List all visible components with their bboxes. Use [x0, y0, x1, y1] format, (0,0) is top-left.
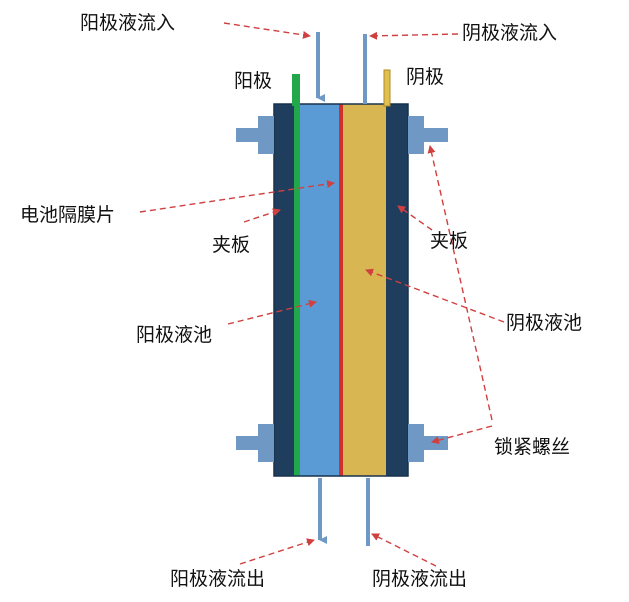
label-anolyte-in: 阳极液流入 — [80, 12, 176, 34]
leader-lines — [139, 22, 505, 567]
cathode-tab — [383, 69, 391, 107]
anode-electrode — [294, 104, 300, 476]
anolyte-in-leader — [223, 22, 311, 39]
clamp-plate-left — [274, 104, 294, 476]
label-anode: 阳极 — [234, 70, 273, 92]
catholyte-tank — [342, 104, 386, 476]
anolyte-tank — [300, 104, 340, 476]
cell-body — [273, 103, 409, 477]
clamp-left-leader — [243, 208, 281, 223]
cell-frame — [273, 103, 409, 477]
anolyte-tank-leader — [227, 299, 317, 325]
label-catholyte-tank: 阴极液池 — [506, 312, 583, 334]
membrane-leader — [139, 180, 335, 213]
label-membrane: 电池隔膜片 — [20, 204, 116, 226]
bolt-top-leader — [427, 145, 493, 421]
label-anolyte-tank: 阳极液池 — [136, 324, 213, 346]
bolt-top-left — [236, 116, 274, 154]
catholyte-out-leader — [371, 533, 437, 567]
membrane — [339, 104, 343, 476]
label-catholyte-out: 阴极液流出 — [372, 568, 468, 590]
catholyte-tank-leader — [365, 268, 505, 323]
anode-tab — [292, 74, 300, 106]
anolyte-out-leader — [239, 538, 315, 565]
catholyte-in-leader — [369, 31, 459, 40]
label-clamp-left: 夹板 — [212, 234, 251, 256]
label-clamp-right: 夹板 — [430, 230, 469, 252]
label-cathode: 阴极 — [406, 66, 445, 88]
bolt-top-right — [408, 116, 448, 154]
bolt-bottom-right — [408, 424, 448, 462]
clamp-plate-right — [386, 104, 408, 476]
label-catholyte-in: 阴极液流入 — [462, 22, 558, 44]
bolt-bottom-left — [236, 424, 274, 462]
label-lock-bolt: 锁紧螺丝 — [494, 436, 571, 458]
clamp-right-leader — [397, 205, 433, 231]
bolt-bottom-leader — [431, 425, 493, 445]
label-anolyte-out: 阳极液流出 — [170, 568, 266, 590]
